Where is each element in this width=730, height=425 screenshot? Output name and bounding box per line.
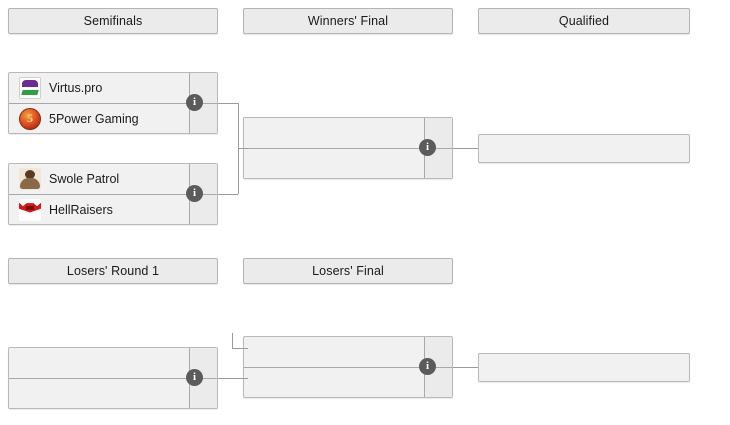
- team-name: 5Power Gaming: [49, 111, 139, 126]
- table-row[interactable]: HellRaisers: [9, 194, 217, 224]
- connector-line: [453, 367, 478, 368]
- match-semifinal-1[interactable]: Virtus.pro 5 5Power Gaming: [8, 72, 218, 134]
- team-cell: [244, 118, 424, 148]
- team-name: Virtus.pro: [49, 81, 103, 95]
- round-header-semifinals[interactable]: Semifinals: [8, 8, 218, 34]
- match-qualified-slot[interactable]: [478, 134, 690, 163]
- match-losers-final[interactable]: [243, 336, 453, 398]
- table-row[interactable]: [9, 378, 217, 408]
- team-cell: [244, 337, 424, 367]
- info-icon[interactable]: i: [186, 185, 203, 202]
- team-cell: [244, 149, 424, 178]
- table-row[interactable]: [479, 354, 689, 381]
- team-cell: [9, 379, 189, 408]
- connector-line: [238, 148, 248, 149]
- info-icon[interactable]: i: [186, 369, 203, 386]
- hellraisers-logo: [19, 198, 41, 221]
- connector-line: [232, 333, 233, 348]
- team-cell: HellRaisers: [9, 195, 189, 224]
- match-losers-qualified-slot[interactable]: [478, 353, 690, 382]
- round-header-winners-final[interactable]: Winners' Final: [243, 8, 453, 34]
- team-cell: 5 5Power Gaming: [9, 104, 189, 133]
- team-name: HellRaisers: [49, 202, 113, 217]
- team-cell: [244, 368, 424, 397]
- round-header-losers-round-1[interactable]: Losers' Round 1: [8, 258, 218, 284]
- round-header-qualified[interactable]: Qualified: [478, 8, 690, 34]
- team-name: Swole Patrol: [49, 172, 120, 186]
- table-row[interactable]: Swole Patrol: [9, 164, 217, 194]
- virtus-pro-logo: [19, 77, 41, 99]
- round-header-label: Qualified: [558, 14, 610, 28]
- team-cell: Swole Patrol: [9, 164, 189, 194]
- team-cell: Virtus.pro: [9, 73, 189, 103]
- 5power-gaming-logo: 5: [19, 107, 41, 130]
- round-header-label: Semifinals: [83, 14, 143, 28]
- round-header-losers-final[interactable]: Losers' Final: [243, 258, 453, 284]
- table-row[interactable]: 5 5Power Gaming: [9, 103, 217, 133]
- info-icon[interactable]: i: [186, 94, 203, 111]
- info-icon[interactable]: i: [419, 358, 436, 375]
- swole-patrol-logo: [19, 168, 41, 190]
- round-header-label: Losers' Final: [312, 264, 384, 278]
- team-cell: [479, 135, 689, 162]
- connector-line: [218, 194, 238, 195]
- connector-line: [453, 148, 478, 149]
- team-cell: [9, 348, 189, 378]
- table-row[interactable]: [479, 135, 689, 162]
- info-icon[interactable]: i: [419, 139, 436, 156]
- round-header-label: Losers' Round 1: [66, 264, 160, 278]
- connector-line: [232, 348, 248, 349]
- connector-line: [218, 103, 238, 104]
- match-winners-final[interactable]: [243, 117, 453, 179]
- team-cell: [479, 354, 689, 381]
- round-header-label: Winners' Final: [307, 14, 389, 28]
- connector-line: [218, 378, 248, 379]
